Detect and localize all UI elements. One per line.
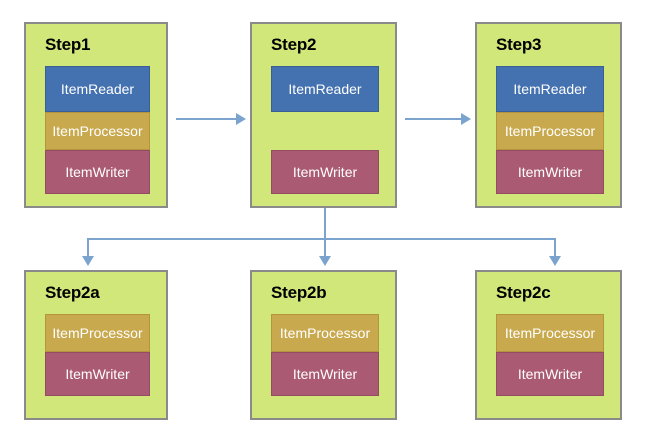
component-spacer [271, 112, 379, 150]
step-title-step2c: Step2c [496, 283, 551, 302]
step-box-step2b[interactable]: Step2b ItemProcessor ItemWriter [250, 270, 397, 420]
step-title-step1: Step1 [45, 35, 91, 54]
step-box-step2c[interactable]: Step2c ItemProcessor ItemWriter [475, 270, 622, 420]
arrowhead-step2-to-step2c [549, 256, 561, 266]
step-box-step3[interactable]: Step3 ItemReader ItemProcessor ItemWrite… [475, 22, 622, 208]
component-item-processor[interactable]: ItemProcessor [45, 314, 150, 352]
arrowhead-step2-to-step2a [82, 256, 94, 266]
step-components-step2: ItemReader ItemWriter [271, 66, 379, 194]
step-title-step2b: Step2b [271, 283, 327, 302]
component-item-writer[interactable]: ItemWriter [496, 352, 604, 396]
component-item-reader[interactable]: ItemReader [496, 66, 604, 112]
step-box-step1[interactable]: Step1 ItemReader ItemProcessor ItemWrite… [24, 22, 168, 208]
step-components-step1: ItemReader ItemProcessor ItemWriter [45, 66, 150, 194]
connector-step2-to-step2c [554, 238, 556, 258]
step-components-step2a: ItemProcessor ItemWriter [45, 314, 150, 396]
step-components-step3: ItemReader ItemProcessor ItemWriter [496, 66, 604, 194]
connector-branch-trunk [324, 208, 326, 239]
step-title-step2: Step2 [271, 35, 317, 54]
component-item-writer[interactable]: ItemWriter [45, 352, 150, 396]
component-item-writer[interactable]: ItemWriter [271, 150, 379, 194]
connector-branch-bus [87, 238, 556, 240]
step-title-step3: Step3 [496, 35, 542, 54]
step-title-step2a: Step2a [45, 283, 100, 302]
component-item-writer[interactable]: ItemWriter [271, 352, 379, 396]
component-item-processor[interactable]: ItemProcessor [271, 314, 379, 352]
connector-step2-to-step3 [405, 118, 463, 120]
component-item-reader[interactable]: ItemReader [271, 66, 379, 112]
step-box-step2a[interactable]: Step2a ItemProcessor ItemWriter [24, 270, 168, 420]
connector-step2-to-step2a [87, 238, 89, 258]
component-item-writer[interactable]: ItemWriter [496, 150, 604, 194]
arrowhead-step2-to-step3 [461, 113, 471, 125]
arrowhead-step1-to-step2 [236, 113, 246, 125]
component-item-processor[interactable]: ItemProcessor [496, 112, 604, 150]
arrowhead-step2-to-step2b [319, 256, 331, 266]
connector-step2-to-step2b [324, 238, 326, 258]
step-components-step2b: ItemProcessor ItemWriter [271, 314, 379, 396]
component-item-processor[interactable]: ItemProcessor [496, 314, 604, 352]
step-components-step2c: ItemProcessor ItemWriter [496, 314, 604, 396]
component-item-writer[interactable]: ItemWriter [45, 150, 150, 194]
component-item-reader[interactable]: ItemReader [45, 66, 150, 112]
component-item-processor[interactable]: ItemProcessor [45, 112, 150, 150]
step-box-step2[interactable]: Step2 ItemReader ItemWriter [250, 22, 397, 208]
connector-step1-to-step2 [176, 118, 238, 120]
